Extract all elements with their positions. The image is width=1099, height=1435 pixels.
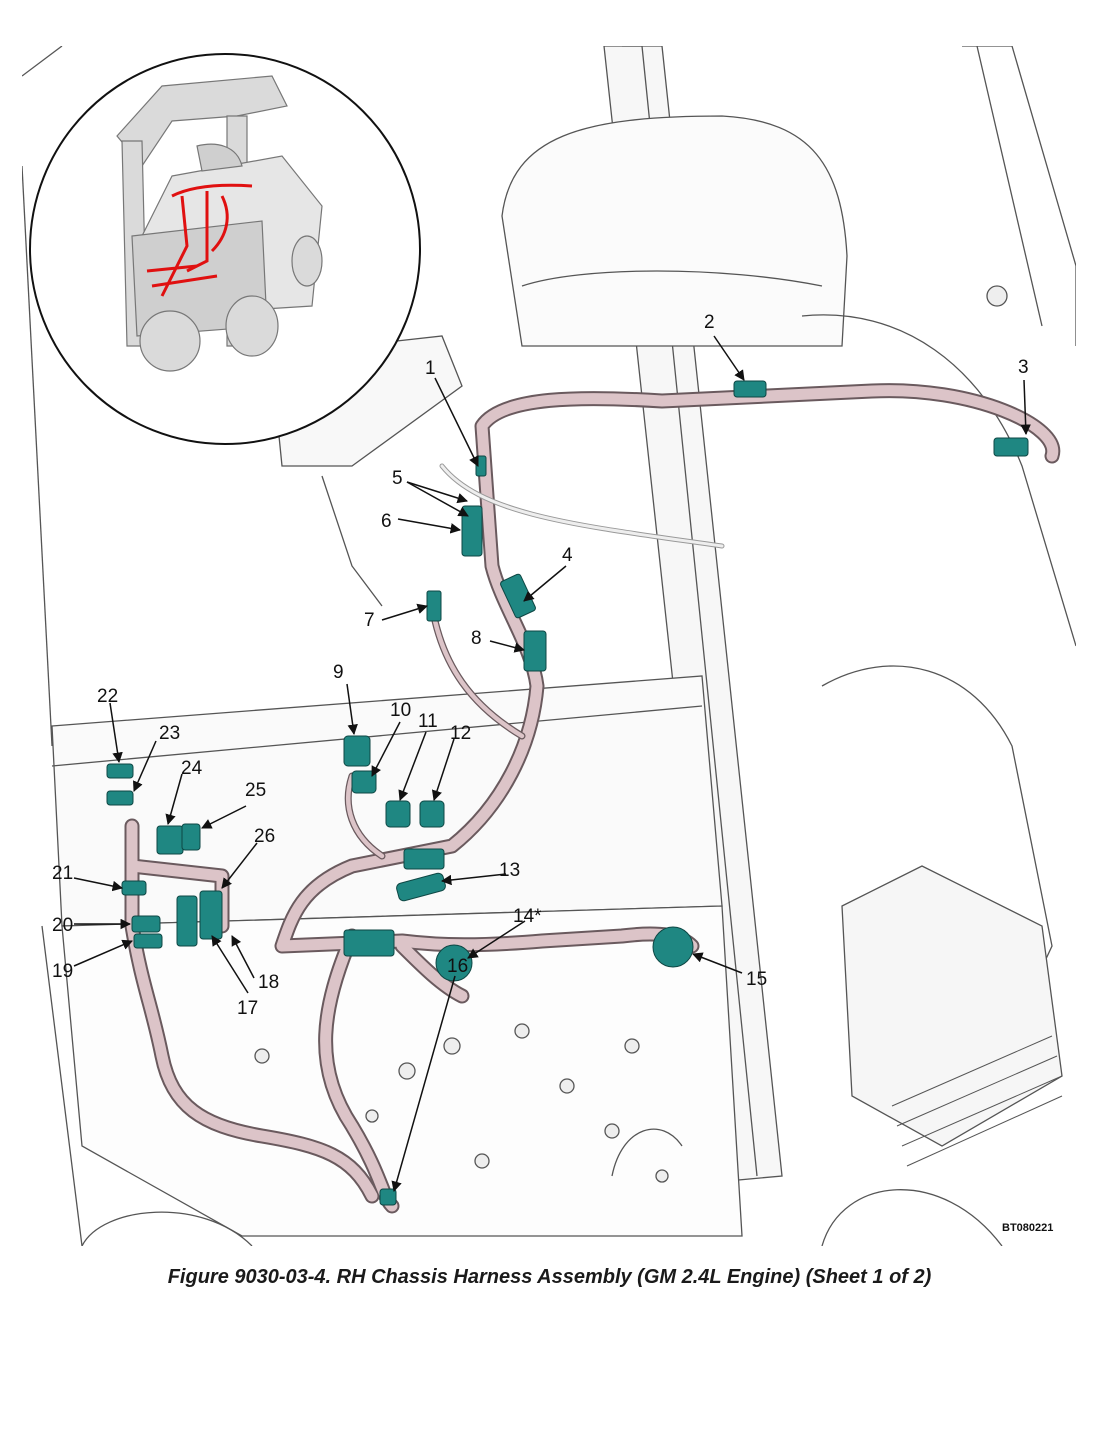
connectors <box>106 380 1029 1206</box>
callout-7: 7 <box>364 610 375 631</box>
callout-13: 13 <box>499 860 520 881</box>
harness-diagram: 1 2 3 4 5 6 7 8 9 10 11 12 13 14* 15 16 … <box>22 46 1076 1246</box>
callout-10: 10 <box>390 700 411 721</box>
callout-19: 19 <box>52 961 73 982</box>
figure-caption: Figure 9030-03-4. RH Chassis Harness Ass… <box>167 1266 932 1288</box>
callout-20: 20 <box>52 915 73 936</box>
callout-25: 25 <box>245 780 266 801</box>
callout-16: 16 <box>447 956 468 977</box>
callout-9: 9 <box>333 662 344 683</box>
inset-overview <box>29 53 421 445</box>
callout-5: 5 <box>392 468 403 489</box>
callout-6: 6 <box>381 511 392 532</box>
callout-24: 24 <box>181 758 203 779</box>
callout-labels: 1 2 3 4 5 6 7 8 9 10 11 12 13 14* 15 16 … <box>52 312 1053 1234</box>
callout-8: 8 <box>471 628 482 649</box>
callout-17: 17 <box>237 998 258 1019</box>
forklift-outline <box>22 46 1076 1246</box>
callout-2: 2 <box>704 312 715 333</box>
callout-4: 4 <box>562 545 573 566</box>
callout-12: 12 <box>450 723 471 744</box>
callout-23: 23 <box>159 723 180 744</box>
callout-14: 14* <box>513 906 542 927</box>
callout-leaders <box>73 335 1031 1193</box>
callout-26: 26 <box>254 826 275 847</box>
callout-11: 11 <box>418 711 438 732</box>
callout-15: 15 <box>746 969 767 990</box>
chassis-harness <box>124 383 1061 1214</box>
callout-3: 3 <box>1018 357 1029 378</box>
callout-1: 1 <box>425 358 436 379</box>
callout-21: 21 <box>52 863 73 884</box>
drawing-code: BT080221 <box>1002 1222 1053 1234</box>
callout-18: 18 <box>258 972 279 993</box>
callout-22: 22 <box>97 686 118 707</box>
